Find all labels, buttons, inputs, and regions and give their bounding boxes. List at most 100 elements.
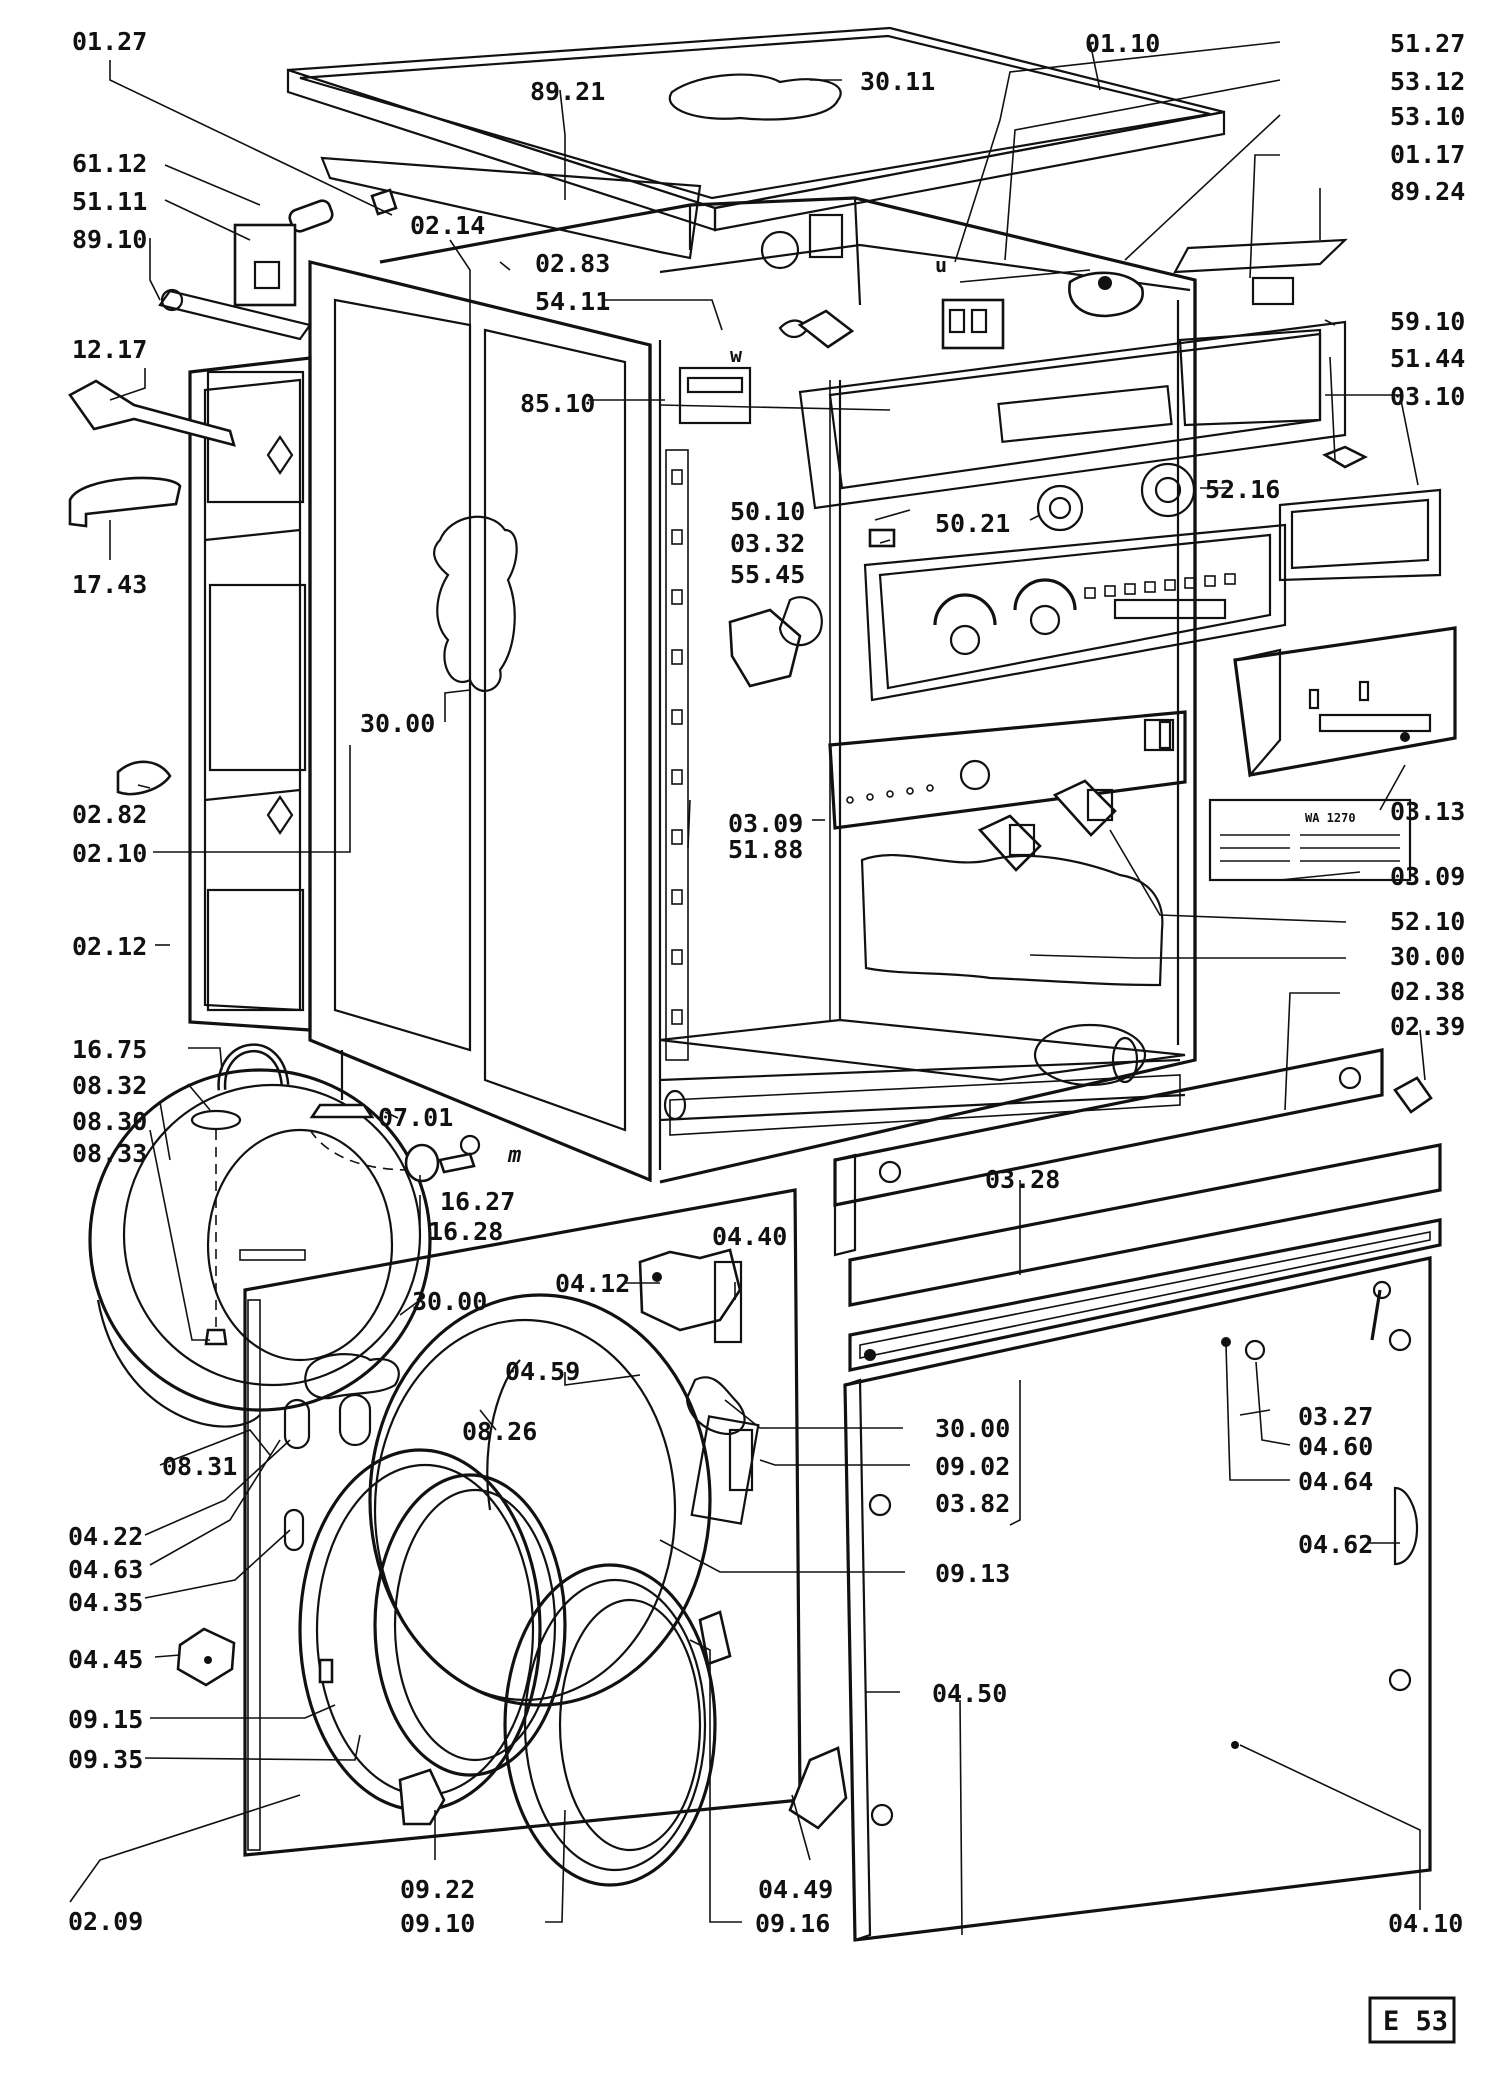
callout-02-38: 02.38 [1390, 977, 1465, 1006]
sealing-strip-03-28 [848, 1143, 1442, 1307]
callout-53-12: 53.12 [1390, 67, 1465, 96]
callout-16-27: 16.27 [440, 1187, 515, 1216]
top-electrics [659, 238, 1368, 469]
knob-52-16 [1140, 462, 1196, 518]
callout-02-10: 02.10 [72, 839, 147, 868]
bolt-12-17 [68, 379, 236, 447]
callout-04-10: 04.10 [1388, 1909, 1463, 1938]
sheet-89-24 [1173, 238, 1348, 274]
insulation-pad-base [860, 853, 1164, 987]
callout-04-64: 04.64 [1298, 1467, 1373, 1496]
callout-01-27: 01.27 [72, 27, 147, 56]
detergent-drawer [1233, 626, 1457, 778]
plate-04-49 [788, 1746, 848, 1830]
callout-02-39: 02.39 [1390, 1012, 1465, 1041]
callout-09-02: 09.02 [935, 1452, 1010, 1481]
rail-03-82 [848, 1218, 1442, 1372]
callout-02-82: 02.82 [72, 800, 147, 829]
callout-30-00-base: 30.00 [1390, 942, 1465, 971]
wire-mark-u: u [935, 253, 947, 277]
callout-54-11: 54.11 [535, 287, 610, 316]
callout-04-62: 04.62 [1298, 1530, 1373, 1559]
callout-03-09-plate: 03.09 [1390, 862, 1465, 891]
callout-89-24: 89.24 [1390, 177, 1465, 206]
page-tag-box [1368, 1996, 1456, 2044]
callout-03-27: 03.27 [1298, 1402, 1373, 1431]
callout-08-31: 08.31 [162, 1452, 237, 1481]
callout-04-22: 04.22 [68, 1522, 143, 1551]
door-rings [298, 1448, 732, 1887]
interference-filter [678, 366, 752, 425]
callout-50-21: 50.21 [935, 509, 1010, 538]
insulation-pad-side [433, 515, 518, 692]
service-door-04-10 [843, 1256, 1432, 1942]
hose-clip-part [288, 199, 334, 233]
control-frame [798, 320, 1347, 532]
callout-04-59: 04.59 [505, 1357, 580, 1386]
callout-51-11: 51.11 [72, 187, 147, 216]
callout-02-14: 02.14 [410, 211, 485, 240]
hinge-04-62 [1393, 1486, 1419, 1566]
door-ring-09-10 [503, 1563, 717, 1887]
callout-30-11: 30.11 [860, 67, 935, 96]
insulation-pad-front [304, 1353, 400, 1400]
callout-89-10: 89.10 [72, 225, 147, 254]
callout-50-10: 50.10 [730, 497, 805, 526]
wire-mark-m: m [507, 1143, 521, 1168]
clip-17-43 [68, 476, 182, 528]
top-cover [286, 26, 1226, 232]
screw-03-27 [1221, 1280, 1392, 1361]
callout-04-49: 04.49 [758, 1875, 833, 1904]
page-tag: E 53 [1383, 2006, 1448, 2037]
callout-03-82: 03.82 [935, 1489, 1010, 1518]
callout-09-10: 09.10 [400, 1909, 475, 1938]
callout-09-13: 09.13 [935, 1559, 1010, 1588]
callout-02-83: 02.83 [535, 249, 610, 278]
callout-09-15: 09.15 [68, 1705, 143, 1734]
handle-09-16 [698, 1610, 732, 1666]
callout-51-27: 51.27 [1390, 29, 1465, 58]
insulation-sheet [320, 156, 702, 260]
callout-02-09: 02.09 [68, 1907, 143, 1936]
insulation-hinge [685, 1376, 746, 1436]
callout-52-10: 52.10 [1390, 907, 1465, 936]
callout-08-32: 08.32 [72, 1071, 147, 1100]
callout-03-28: 03.28 [985, 1165, 1060, 1194]
callout-52-16: 52.16 [1205, 475, 1280, 504]
leader-lines [69, 41, 1426, 1936]
callout-16-75: 16.75 [72, 1035, 147, 1064]
callout-30-00-hinge: 30.00 [935, 1414, 1010, 1443]
callout-59-10: 59.10 [1390, 307, 1465, 336]
callout-03-13: 03.13 [1390, 797, 1465, 826]
callout-08-26: 08.26 [462, 1417, 537, 1446]
callout-53-10: 53.10 [1390, 102, 1465, 131]
callout-09-22: 09.22 [400, 1875, 475, 1904]
callout-51-88: 51.88 [728, 835, 803, 864]
foot-07-01 [309, 1050, 375, 1119]
callout-04-60: 04.60 [1298, 1432, 1373, 1461]
buffer-02-82 [116, 760, 172, 796]
callout-01-17: 01.17 [1390, 140, 1465, 169]
plinth-02-38 [833, 1048, 1433, 1257]
callout-30-00-front: 30.00 [412, 1287, 487, 1316]
callout-61-12: 61.12 [72, 149, 147, 178]
callout-04-40: 04.40 [712, 1222, 787, 1251]
knob-50-21 [1036, 484, 1084, 532]
callout-03-09-panel: 03.09 [728, 809, 803, 838]
callout-09-16: 09.16 [755, 1909, 830, 1938]
programme-panel [828, 710, 1187, 872]
callout-16-28: 16.28 [428, 1217, 503, 1246]
callout-12-17: 12.17 [72, 335, 147, 364]
left-small-parts [68, 188, 398, 796]
latch-09-22 [398, 1768, 446, 1826]
screw-02-39 [1393, 1076, 1433, 1114]
insulation-pad-top [668, 73, 842, 121]
callout-03-32: 03.32 [730, 529, 805, 558]
callout-04-45: 04.45 [68, 1645, 143, 1674]
callout-labels: 01.27 61.12 51.11 89.10 12.17 17.43 02.8… [68, 27, 1465, 1938]
callout-01-10: 01.10 [1085, 29, 1160, 58]
callout-04-35: 04.35 [68, 1588, 143, 1617]
callout-09-35: 09.35 [68, 1745, 143, 1774]
